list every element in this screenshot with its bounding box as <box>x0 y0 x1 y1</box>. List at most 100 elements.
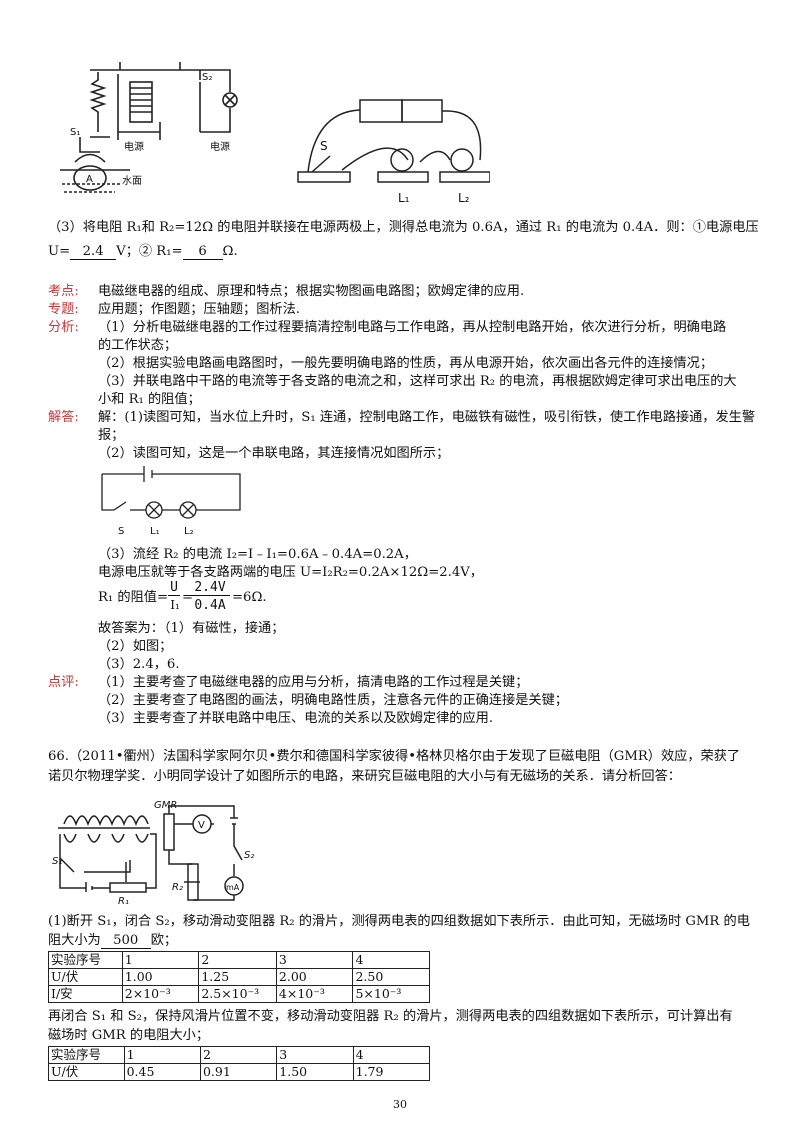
table-cell: 4 <box>352 951 430 969</box>
table-cell: 5×10⁻³ <box>352 985 430 1003</box>
q3-ohm: Ω. <box>222 244 238 259</box>
zhuanti-text: 应用题；作图题；压轴题；图析法. <box>98 302 301 317</box>
jieda-line-1: 解：(1)读图可知，当水位上升时，S₁ 连通，控制电路工作，电磁铁有磁性，吸引衔… <box>98 410 756 425</box>
jieda-line-9: （3）2.4，6. <box>98 657 180 672</box>
table-cell: 1.79 <box>352 1063 431 1081</box>
frac1-numerator: U <box>168 580 180 596</box>
table-cell: 1.00 <box>121 968 200 986</box>
fenxi-line-5: 小和 R₁ 的阻值； <box>98 392 201 407</box>
power2-label: 电源 <box>210 140 230 153</box>
power1-label: 电源 <box>124 140 144 153</box>
table-cell: 3 <box>276 1046 354 1064</box>
circ-l1-label: L₁ <box>150 526 160 537</box>
table-row: 实验序号 1 2 3 4 <box>48 1046 431 1064</box>
q3-r1-label: V；② R₁= <box>116 244 183 259</box>
part1-text-b: 欧； <box>150 933 178 948</box>
part1-line-1: (1)断开 S₁，闭合 S₂，移动滑动变阻器 R₂ 的滑片，测得两电表的四组数据… <box>48 914 750 929</box>
q3-u-label: U= <box>48 244 71 259</box>
table-cell: 0.91 <box>199 1063 278 1081</box>
data-table-2: 实验序号 1 2 3 4 U/伏 0.45 0.91 1.50 1.79 <box>48 1046 431 1081</box>
table-cell: 3 <box>275 951 354 969</box>
table-cell: 4 <box>352 1046 431 1064</box>
table-row: U/伏 0.45 0.91 1.50 1.79 <box>48 1063 431 1081</box>
relay-s1-label: S₁ <box>70 127 80 138</box>
circ-s-label: S <box>118 526 124 537</box>
fig3-s1-label: S₁ <box>52 856 62 867</box>
table-cell: 2.00 <box>275 968 354 986</box>
dianping-row: 点评: （1）主要考查了电磁继电器的应用与分析，搞清电路的工作过程是关键； <box>48 674 528 692</box>
table-cell: I/安 <box>48 985 123 1003</box>
table-cell: 2.50 <box>352 968 430 986</box>
jieda-line-3: （2）读图可知，这是一个串联电路，其连接情况如图所示； <box>98 446 450 461</box>
fig3-r2-label: R₂ <box>172 882 183 893</box>
zhuanti-row: 专题: 应用题；作图题；压轴题；图析法. <box>48 301 300 319</box>
jieda-line-2: 报； <box>98 428 125 443</box>
kaodian-row: 考点:电磁继电器的组成、原理和特点；根据实物图画电路图；欧姆定律的应用. <box>48 283 524 301</box>
table-cell: 4×10⁻³ <box>275 985 354 1003</box>
table-cell: 实验序号 <box>48 951 123 969</box>
answer-resistance: 500 <box>100 933 151 949</box>
table-row: 实验序号 1 2 3 4 <box>48 951 430 969</box>
table-cell: 实验序号 <box>48 1046 125 1064</box>
physical-circuit-figure: S L₁ L₂ <box>297 99 490 205</box>
frac1-denominator: I₁ <box>170 598 180 612</box>
q66-line-1: 66.（2011•衢州）法国科学家阿尔贝•费尔和德国科学家彼得•格林贝格尔由于发… <box>48 749 741 764</box>
relay-s2-label: S₂ <box>202 72 212 83</box>
table-cell: 1 <box>123 1046 201 1064</box>
kaodian-tag: 考点: <box>48 284 79 299</box>
q3-line-a: （3）将电阻 R₁和 R₂=12Ω 的电阻并联接在电源两极上，测得总电流为 0.… <box>48 220 759 235</box>
jieda-line-8: （2）如图； <box>98 639 173 654</box>
gmr-label: GMR <box>154 800 177 811</box>
table-cell: 2.5×10⁻³ <box>198 985 277 1003</box>
lamp-l1-label: L₁ <box>398 191 410 205</box>
jieda-tag: 解答: <box>48 410 79 425</box>
table-cell: 1.25 <box>198 968 277 986</box>
series-circuit-diagram: S L₁ L₂ <box>101 466 241 537</box>
table-cell: 0.45 <box>123 1063 201 1081</box>
data-table-1: 实验序号 1 2 3 4 U/伏 1.00 1.25 2.00 2.50 I/安… <box>48 951 430 1003</box>
part2-line-2: 磁场时 GMR 的电阻大小； <box>48 1028 210 1043</box>
answer-r1: 6 <box>182 244 223 260</box>
jieda-line-7: 故答案为：（1）有磁性，接通； <box>98 621 285 636</box>
dianping-line-2: （2）主要考查了电路图的画法，明确电路性质，注意各元件的正确连接是关键； <box>98 693 568 708</box>
frac2-denominator: 0.4A <box>194 598 226 613</box>
q66-line-2: 诺贝尔物理学奖．小明同学设计了如图所示的电路，来研究巨磁电阻的大小与有无磁场的关… <box>48 769 681 784</box>
jieda-row: 解答: 解：(1)读图可知，当水位上升时，S₁ 连通，控制电路工作，电磁铁有磁性，… <box>48 409 755 427</box>
table-row: U/伏 1.00 1.25 2.00 2.50 <box>48 968 430 986</box>
relay-circuit-figure: S₁ S₂ 电源 电源 水面 A <box>60 62 238 193</box>
part2-line-1: 再闭合 S₁ 和 S₂，保持风滑片位置不变，移动滑动变阻器 R₂ 的滑片，测得两… <box>48 1009 733 1024</box>
dianping-tag: 点评: <box>48 675 79 690</box>
zhuanti-tag: 专题: <box>48 302 79 317</box>
table-cell: U/伏 <box>48 1063 125 1081</box>
fenxi-line-1: （1）分析电磁继电器的工作过程要搞清控制电路与工作电路，再从控制电路开始，依次进… <box>98 320 727 335</box>
table-cell: 1.50 <box>276 1063 354 1081</box>
lamp-l2-label: L₂ <box>458 191 470 205</box>
dianping-line-1: （1）主要考查了电磁继电器的应用与分析，搞清电路的工作过程是关键； <box>98 675 529 690</box>
r1-formula-pre: R₁ 的阻值= <box>98 590 169 605</box>
answer-voltage: 2.4 <box>70 244 117 260</box>
jieda-line-5: 电源电压就等于各支路两端的电压 U=I₂R₂=0.2A×12Ω=2.4V， <box>98 565 483 580</box>
fenxi-row: 分析: （1）分析电磁继电器的工作过程要搞清控制电路与工作电路，再从控制电路开始，… <box>48 319 726 337</box>
voltmeter-label: V <box>198 820 205 831</box>
page-number: 30 <box>393 1098 407 1111</box>
table-cell: 2×10⁻³ <box>121 985 200 1003</box>
water-label: 水面 <box>122 175 142 187</box>
frac2-numerator: 2.4V <box>190 580 230 596</box>
fenxi-line-4: （3）并联电路中干路的电流等于各支路的电流之和，这样可求出 R₂ 的电流，再根据… <box>98 374 737 389</box>
r1-formula-post: =6Ω. <box>232 590 267 605</box>
table-cell: 1 <box>121 951 200 969</box>
circ-l2-label: L₂ <box>184 526 194 537</box>
table-cell: 2 <box>199 1046 278 1064</box>
part1-text-a: 阻大小为 <box>48 933 101 948</box>
switch-s-label: S <box>320 139 328 153</box>
fenxi-line-3: （2）根据实验电路画电路图时，一般先要明确电路的性质，再从电源开始，依次画出各元… <box>98 356 714 371</box>
fenxi-tag: 分析: <box>48 320 79 335</box>
table-cell: 2 <box>198 951 277 969</box>
fig3-s2-label: S₂ <box>244 850 254 861</box>
gmr-circuit-figure: GMR S₁ S₂ R₁ R₂ V mA <box>52 800 254 906</box>
dianping-line-3: （3）主要考查了并联电路中电压、电流的关系以及欧姆定律的应用. <box>98 711 494 726</box>
fig3-r1-label: R₁ <box>118 896 129 906</box>
ammeter-label: mA <box>226 883 240 892</box>
